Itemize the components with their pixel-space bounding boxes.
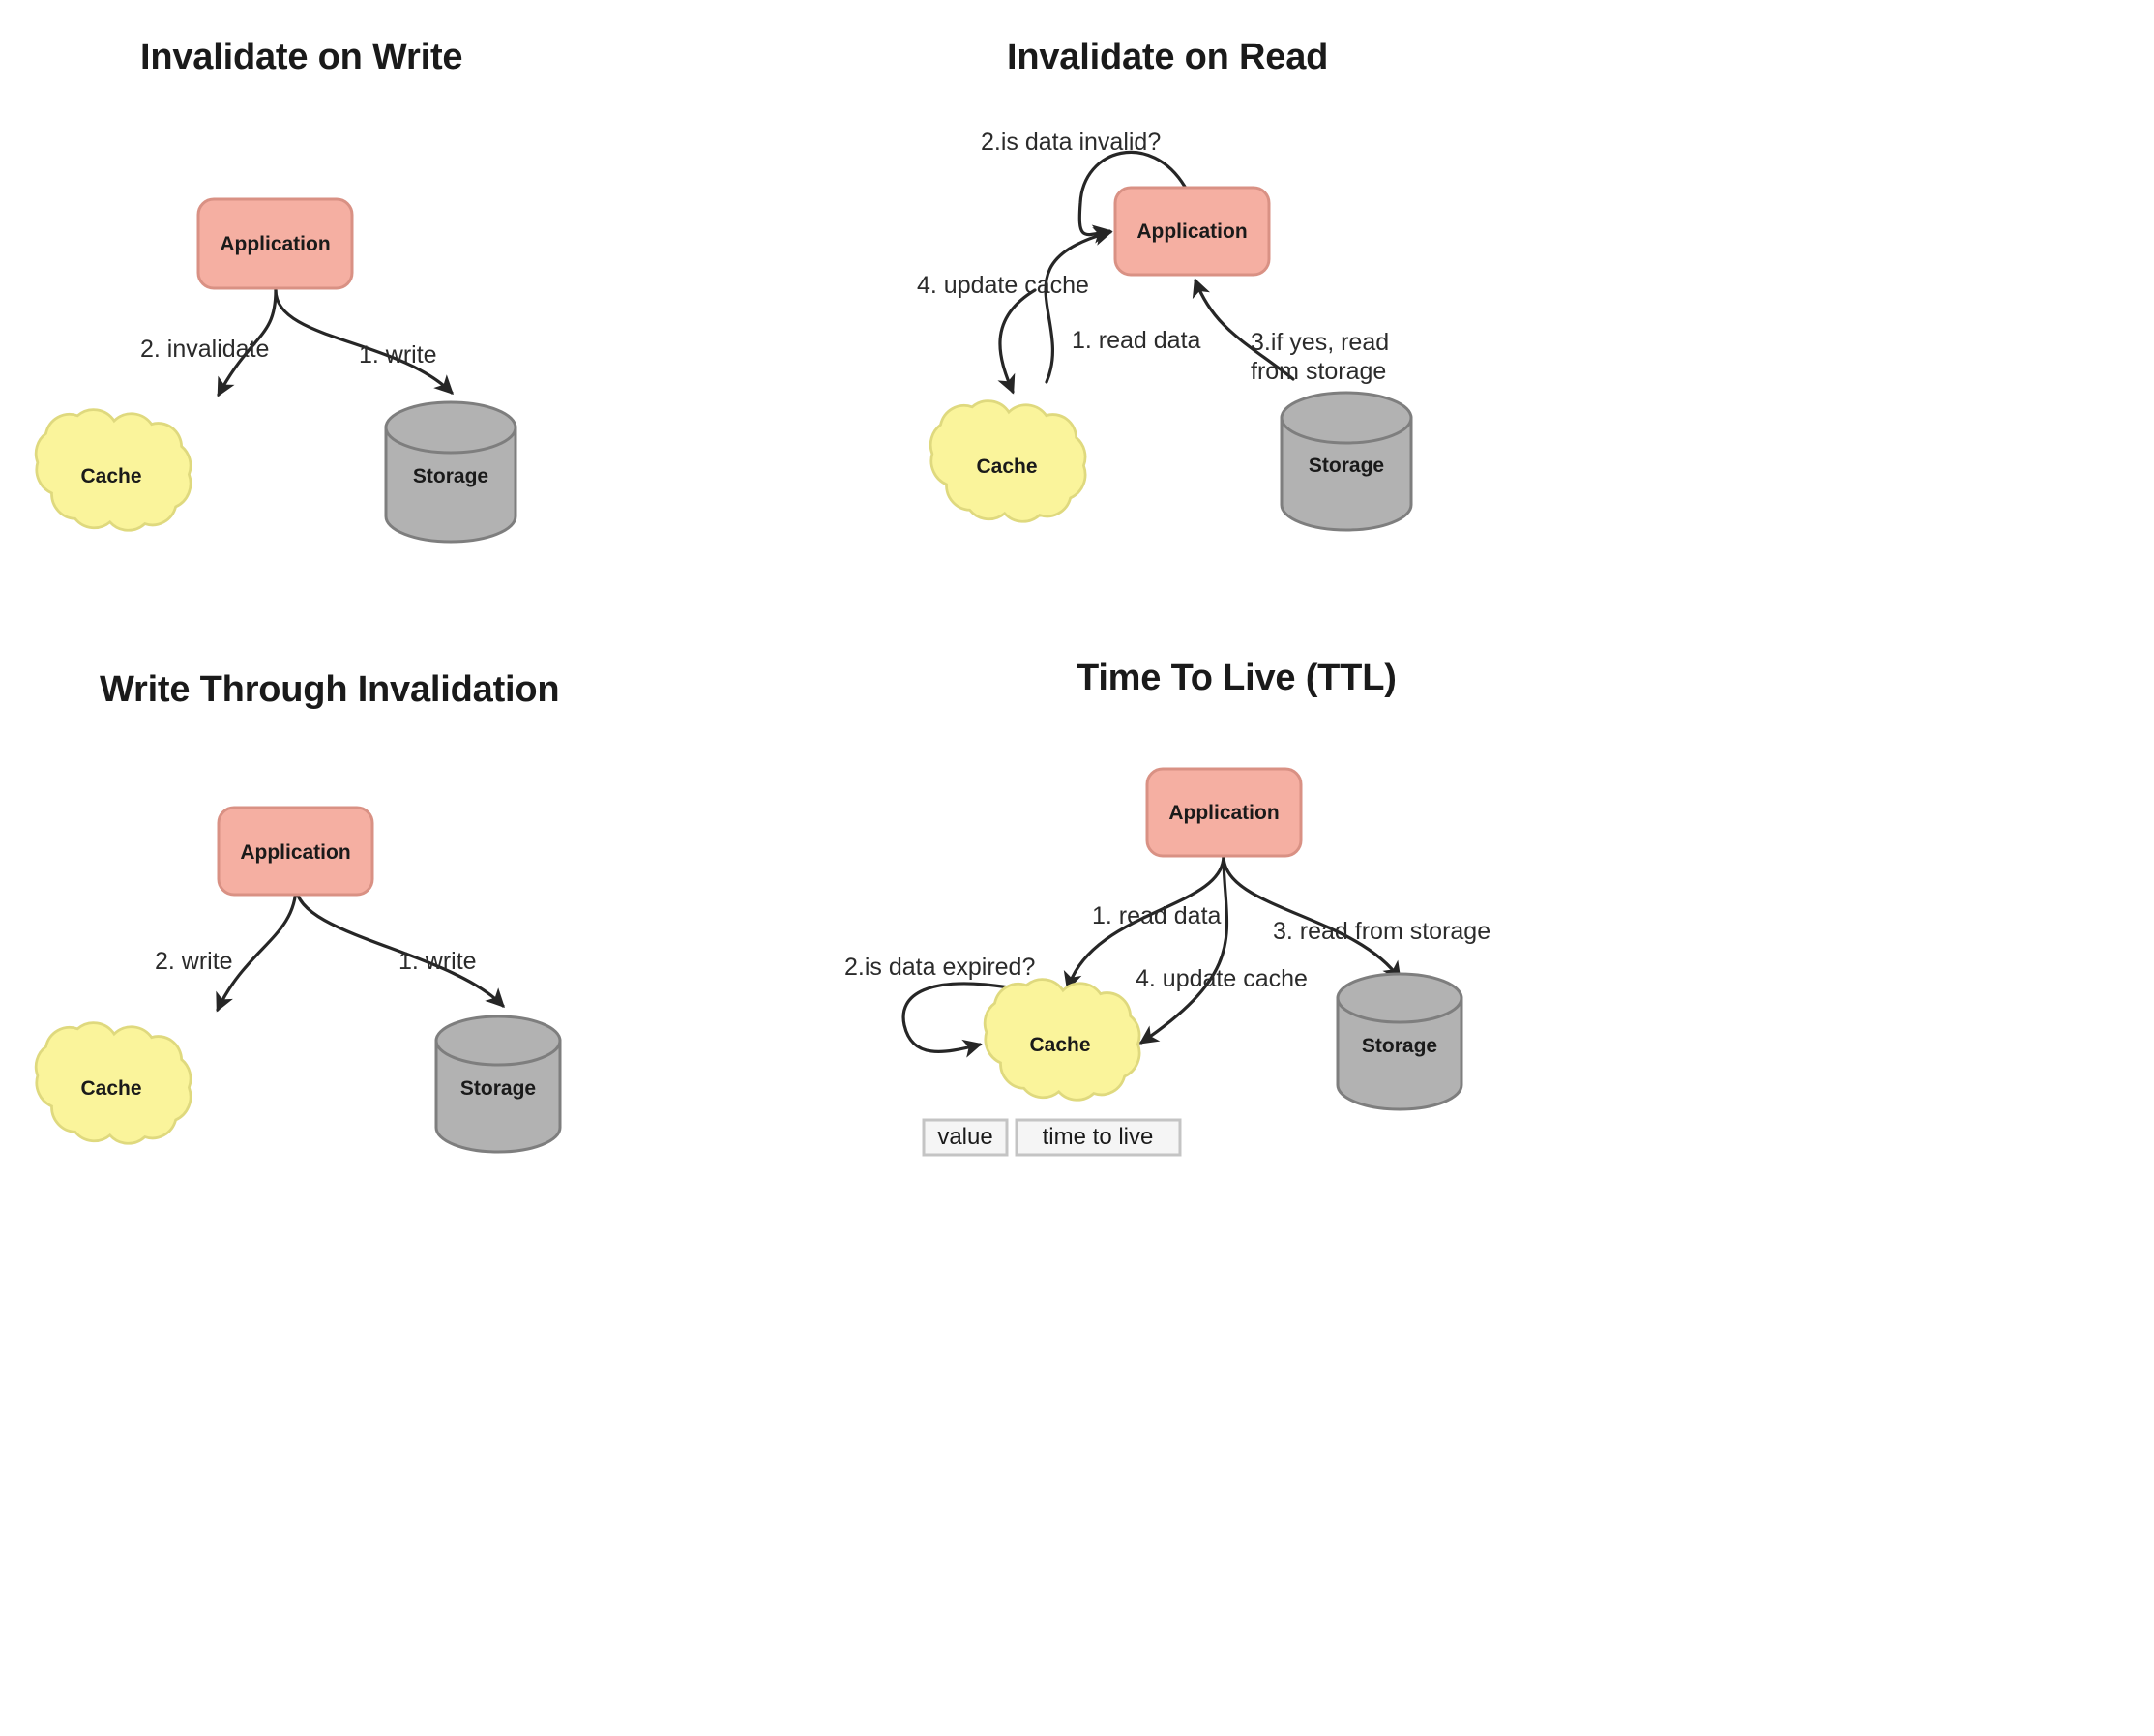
edge-application-to-cache bbox=[217, 288, 278, 397]
edge-update-cache bbox=[1138, 854, 1229, 1045]
edge-label-is-data-expired: 2.is data expired? bbox=[844, 954, 1035, 981]
storage-label: Storage bbox=[460, 1077, 536, 1100]
storage-label: Storage bbox=[413, 465, 488, 487]
application-label: Application bbox=[220, 233, 330, 255]
node-cache[interactable]: Cache bbox=[34, 1021, 192, 1145]
application-label: Application bbox=[240, 841, 350, 864]
edge-label-is-data-invalid: 2.is data invalid? bbox=[981, 129, 1161, 156]
node-storage[interactable]: Storage bbox=[1336, 972, 1463, 1111]
edge-label-if-yes-read: 3.if yes, read bbox=[1251, 329, 1389, 356]
storage-label: Storage bbox=[1362, 1035, 1437, 1057]
edge-label-read-data: 1. read data bbox=[1092, 902, 1222, 929]
edge-read-from-storage bbox=[1222, 854, 1402, 982]
application-label: Application bbox=[1168, 802, 1279, 824]
ttl-value-box[interactable] bbox=[922, 1118, 1009, 1157]
cache-label: Cache bbox=[976, 456, 1037, 478]
storage-top bbox=[384, 400, 517, 455]
ttl-box-time-to-live[interactable]: time to live bbox=[1015, 1118, 1182, 1157]
node-storage[interactable]: Storage bbox=[1280, 391, 1413, 532]
panel-invalidate-on-write: Application Cache Storage 2. invalidate … bbox=[34, 197, 517, 544]
application-box[interactable] bbox=[1145, 767, 1303, 858]
edge-is-data-invalid-selfloop bbox=[1077, 150, 1187, 244]
edge-application-to-cache bbox=[216, 884, 298, 1013]
panel-write-through-invalidation: Application Cache Storage 2. write 1. wr… bbox=[34, 806, 562, 1154]
application-box[interactable] bbox=[196, 197, 354, 290]
edge-application-to-storage bbox=[274, 288, 454, 395]
node-application[interactable]: Application bbox=[1113, 186, 1271, 277]
edge-label-write-storage: 1. write bbox=[359, 341, 437, 368]
edge-label-from-storage: from storage bbox=[1251, 358, 1386, 385]
edge-label-write-storage: 1. write bbox=[398, 948, 477, 975]
edge-label-update-cache: 4. update cache bbox=[917, 272, 1089, 299]
edge-read-data bbox=[1063, 854, 1225, 991]
ttl-value-label: value bbox=[937, 1124, 992, 1150]
node-storage[interactable]: Storage bbox=[434, 1015, 562, 1154]
ttl-box-value[interactable]: value bbox=[922, 1118, 1009, 1157]
panel-time-to-live: Application Cache Storage 1. read data 2… bbox=[844, 767, 1490, 1157]
storage-top bbox=[1280, 391, 1413, 445]
storage-label: Storage bbox=[1309, 455, 1384, 477]
edge-application-to-storage bbox=[294, 884, 505, 1008]
storage-top bbox=[434, 1015, 562, 1067]
node-cache[interactable]: Cache bbox=[34, 408, 192, 532]
edge-label-update-cache: 4. update cache bbox=[1136, 965, 1308, 992]
edge-label-invalidate: 2. invalidate bbox=[140, 336, 269, 363]
panel-invalidate-on-read: Application Cache Storage 2.is data inva… bbox=[917, 129, 1413, 532]
storage-body[interactable] bbox=[1280, 416, 1413, 532]
storage-body[interactable] bbox=[1336, 996, 1463, 1111]
edge-label-read-data: 1. read data bbox=[1072, 327, 1201, 354]
storage-top bbox=[1336, 972, 1463, 1024]
edge-label-write-cache: 2. write bbox=[155, 948, 233, 975]
node-application[interactable]: Application bbox=[196, 197, 354, 290]
node-application[interactable]: Application bbox=[1145, 767, 1303, 858]
application-box[interactable] bbox=[1113, 186, 1271, 277]
edge-is-data-expired-selfloop bbox=[901, 982, 1011, 1058]
storage-body[interactable] bbox=[384, 426, 517, 544]
node-storage[interactable]: Storage bbox=[384, 400, 517, 544]
node-cache[interactable]: Cache bbox=[983, 978, 1141, 1102]
edge-label-read-from-storage: 3. read from storage bbox=[1273, 918, 1490, 945]
node-application[interactable]: Application bbox=[217, 806, 374, 897]
storage-body[interactable] bbox=[434, 1039, 562, 1154]
edge-read-from-storage bbox=[1192, 278, 1295, 381]
cache-label: Cache bbox=[80, 1077, 141, 1100]
cache-label: Cache bbox=[80, 465, 141, 487]
application-label: Application bbox=[1136, 221, 1247, 243]
edge-update-cache bbox=[997, 288, 1037, 395]
ttl-time-to-live-box[interactable] bbox=[1015, 1118, 1182, 1157]
ttl-time-to-live-label: time to live bbox=[1043, 1124, 1154, 1150]
edge-read-data bbox=[1044, 227, 1113, 384]
node-cache[interactable]: Cache bbox=[929, 399, 1087, 523]
cache-label: Cache bbox=[1029, 1034, 1090, 1056]
application-box[interactable] bbox=[217, 806, 374, 897]
